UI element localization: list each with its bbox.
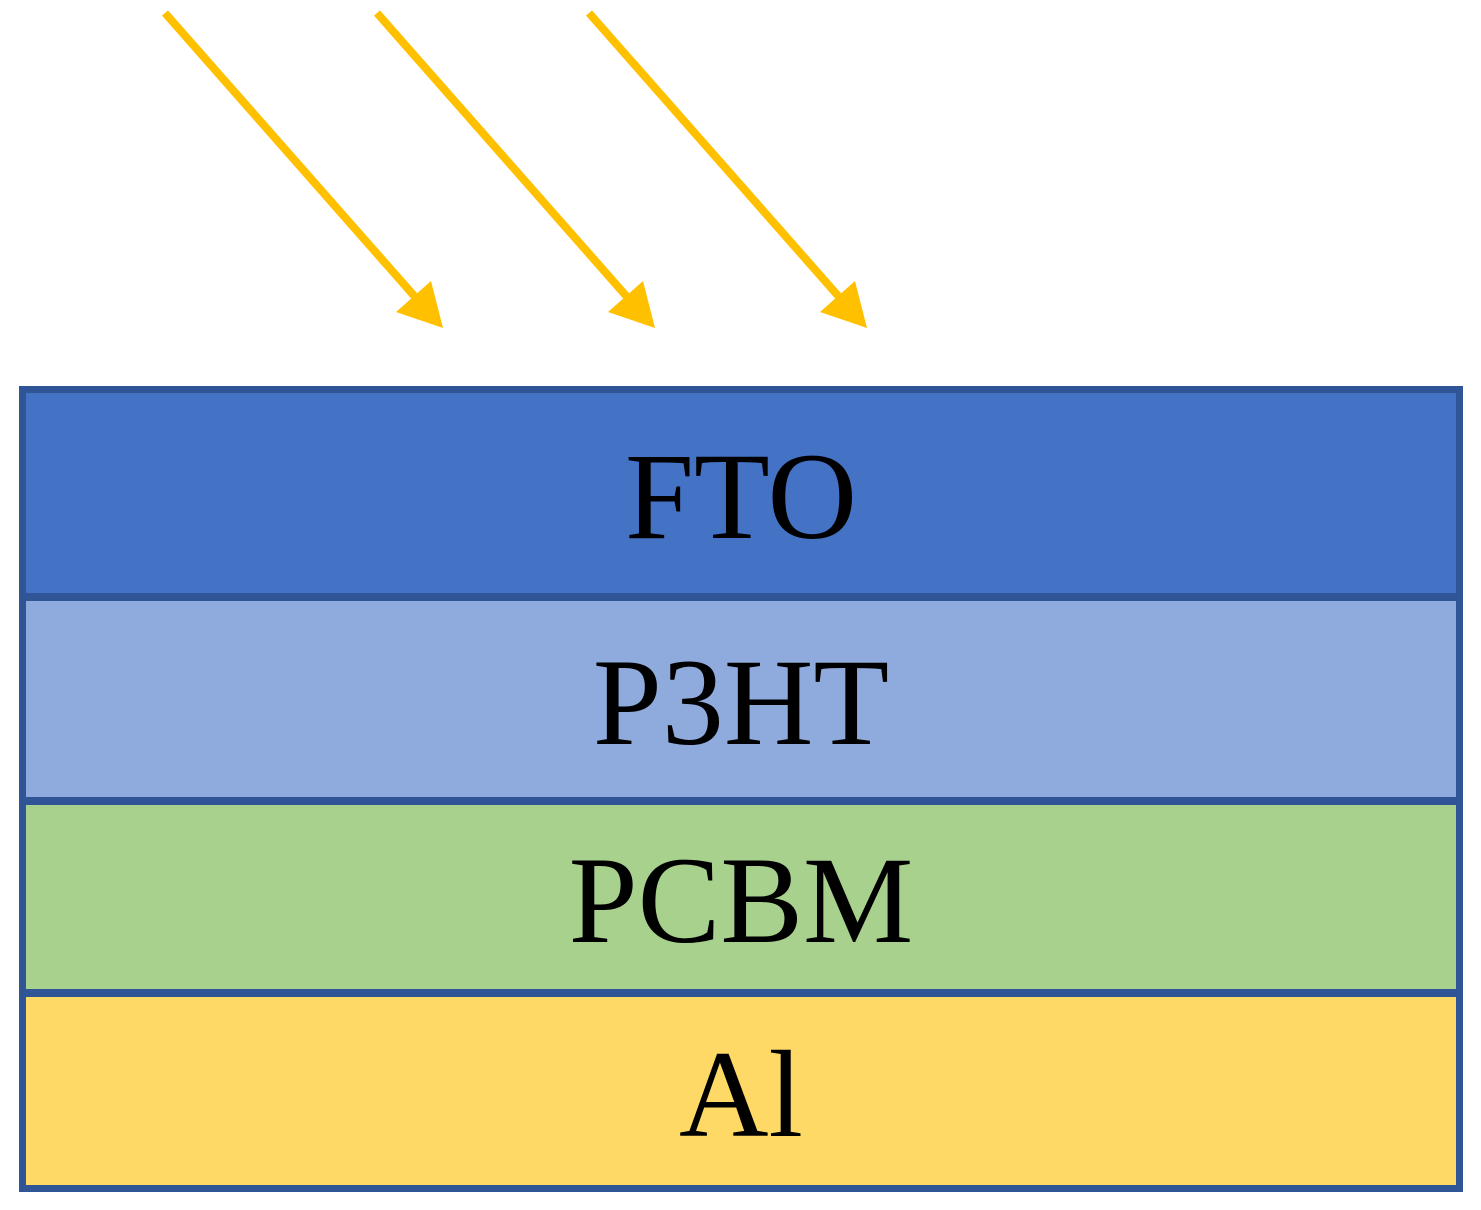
layer-label-pcbm: PCBM: [568, 832, 914, 969]
light-arrow-shaft: [373, 10, 632, 301]
light-arrow-head-icon: [608, 281, 655, 328]
light-arrow-1: [161, 10, 443, 328]
layer-pcbm: PCBM: [26, 797, 1456, 989]
light-arrow-shaft: [161, 10, 420, 301]
layer-al: Al: [26, 989, 1456, 1185]
layer-label-fto: FTO: [624, 428, 857, 565]
layer-p3ht: P3HT: [26, 593, 1456, 797]
light-arrow-shaft: [585, 10, 844, 301]
layer-label-al: Al: [679, 1026, 803, 1163]
light-arrow-2: [373, 10, 655, 328]
light-arrow-head-icon: [396, 281, 443, 328]
device-layer-stack: FTO P3HT PCBM Al: [19, 386, 1463, 1192]
light-arrow-3: [585, 10, 867, 328]
layer-label-p3ht: P3HT: [592, 634, 890, 771]
light-arrow-head-icon: [820, 281, 867, 328]
layer-fto: FTO: [26, 393, 1456, 593]
incident-light-arrows: [161, 10, 867, 328]
